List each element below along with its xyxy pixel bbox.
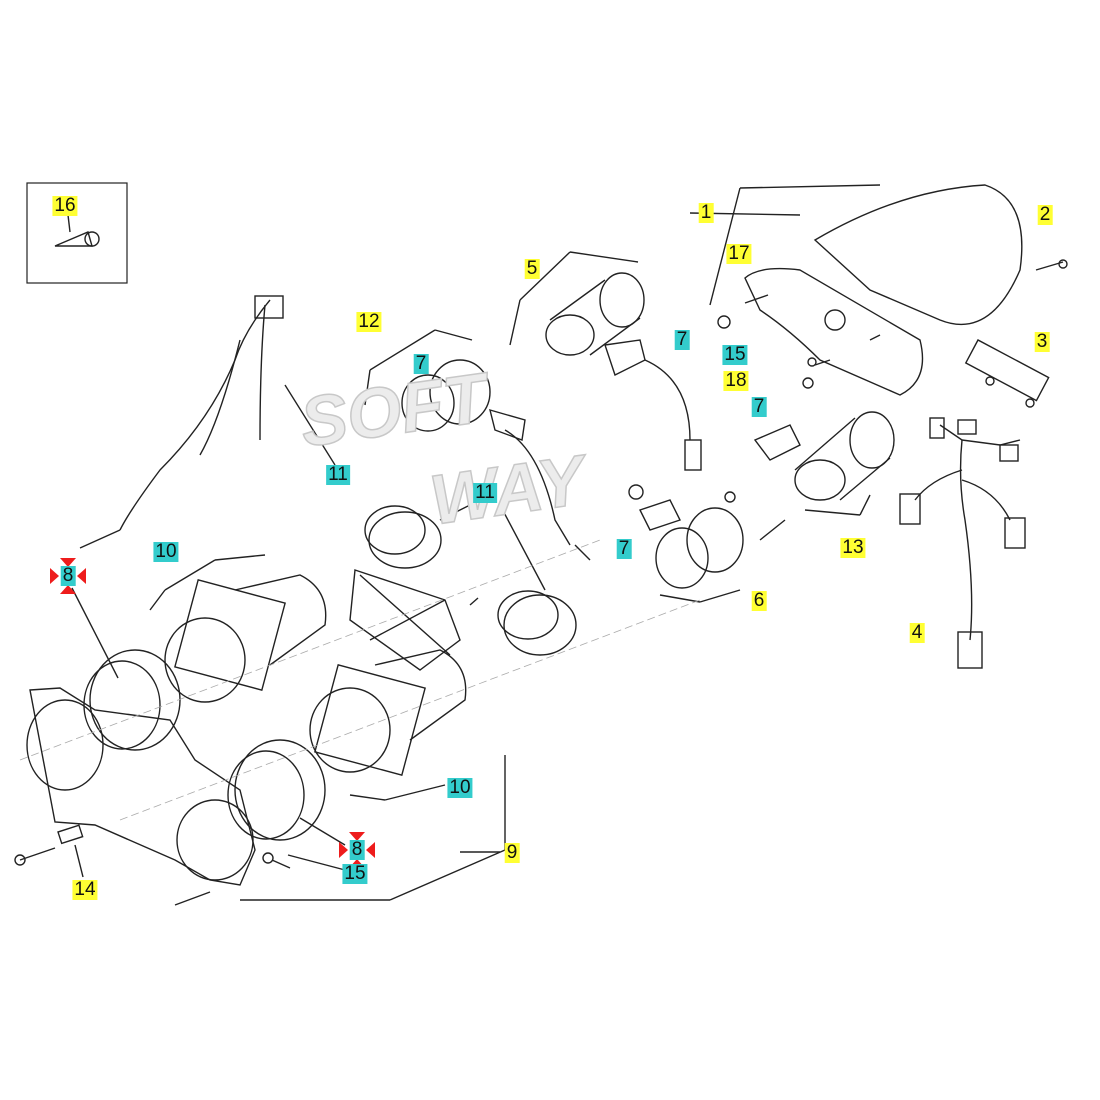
mounting-plate-9 (26, 687, 506, 901)
callout-8: 8 (349, 839, 365, 860)
callout-5: 5 (524, 258, 540, 279)
turn-signal-12 (364, 329, 591, 561)
bracket (349, 569, 479, 671)
callout-7: 7 (674, 329, 690, 350)
turn-signal-13 (753, 411, 895, 516)
turn-signal-6 (628, 484, 786, 603)
callout-10: 10 (447, 777, 473, 798)
callout-6: 6 (751, 590, 767, 611)
callout-18: 18 (723, 370, 749, 391)
callout-8-marked: 8 (50, 558, 86, 594)
callout-17: 17 (726, 243, 752, 264)
screws-14-15 (14, 824, 346, 906)
callout-4: 4 (909, 622, 925, 643)
callout-1: 1 (698, 202, 714, 223)
socket-rings-11 (364, 499, 577, 656)
callout-16: 16 (52, 195, 78, 216)
bezel-8-upper (71, 587, 181, 751)
callout-15: 15 (722, 344, 748, 365)
wiring-harness-11 (79, 295, 336, 549)
callout-2: 2 (1037, 204, 1053, 225)
headlight-upper-10 (149, 554, 327, 703)
callout-12: 12 (356, 311, 382, 332)
callout-11: 11 (326, 464, 350, 485)
callout-7: 7 (751, 396, 767, 417)
screw-16 (54, 214, 100, 247)
callout-3: 3 (1034, 331, 1050, 352)
callout-10: 10 (153, 541, 179, 562)
callout-7: 7 (616, 538, 632, 559)
callout-14: 14 (72, 879, 98, 900)
turn-signal-5 (509, 251, 702, 471)
callout-13: 13 (840, 537, 866, 558)
headlight-lower-10 (309, 649, 467, 801)
bezel-8-lower (227, 739, 346, 846)
wiring-harness-4 (899, 417, 1026, 669)
callout-15: 15 (342, 863, 368, 884)
inset-box-screw (26, 182, 128, 284)
callout-11: 11 (473, 482, 497, 503)
tail-light-assembly (689, 184, 1068, 408)
callout-9: 9 (504, 842, 520, 863)
callout-8-marked: 8 (339, 832, 375, 868)
callout-8: 8 (60, 565, 76, 586)
callout-7: 7 (413, 353, 429, 374)
